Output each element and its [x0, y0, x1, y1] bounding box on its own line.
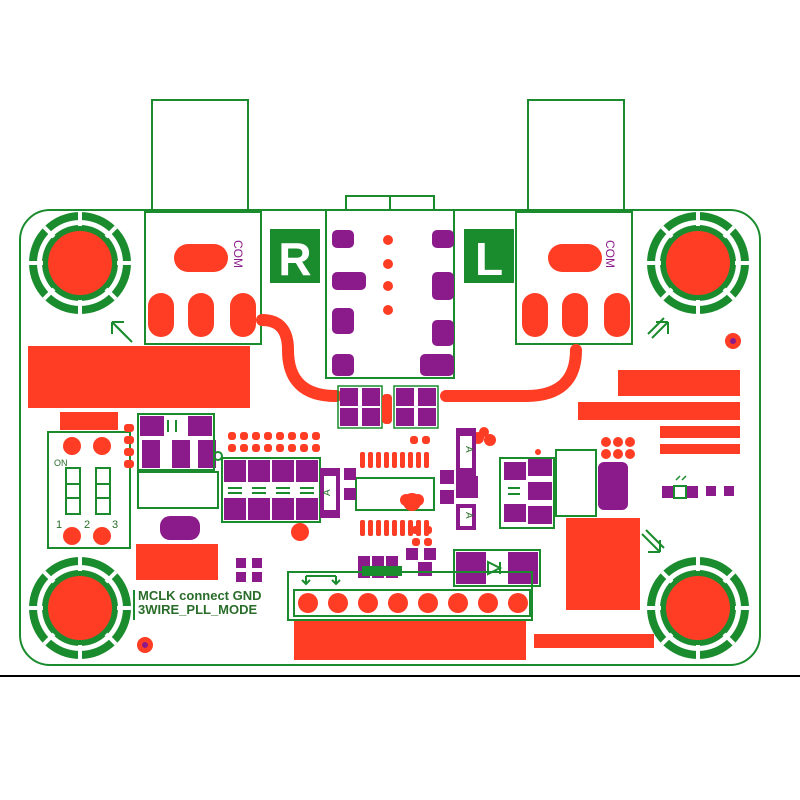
- regulator-pad-dot: [213, 451, 223, 461]
- mounting-hole-top-right: [647, 212, 749, 314]
- rca-right-pads: [522, 244, 630, 337]
- channel-right-label: R: [278, 233, 311, 285]
- polarity-block-right: [456, 428, 478, 530]
- ic-side-pads: [344, 468, 454, 504]
- arrow-marks: [111, 317, 669, 553]
- dip-switch-side-pads: [124, 424, 134, 468]
- led-component: [662, 475, 734, 499]
- polarity-block-left: [320, 468, 340, 518]
- ic-chip-pins: [360, 452, 429, 536]
- channel-right-badge: [270, 229, 320, 283]
- right-regulator-pads: [504, 458, 628, 524]
- audio-jack-pads: [332, 230, 454, 376]
- jack-input-caps: [340, 388, 436, 426]
- polarity-label-2: A: [463, 446, 474, 453]
- mounting-hole-top-left: [29, 212, 131, 314]
- ic-chip-body: [355, 477, 435, 511]
- com-label-left: COM: [231, 240, 245, 268]
- capacitor-array-pads: [224, 460, 318, 520]
- dip-switch-levers: [65, 467, 111, 515]
- rca-left-pads: [148, 244, 256, 337]
- audio-jack-holes: [383, 235, 393, 315]
- dip-switch-pads: [63, 437, 111, 545]
- rca-jack-left-outline: [144, 99, 262, 345]
- switch-on-label: ON: [54, 458, 68, 468]
- switch-pos-2-label: 2: [84, 519, 90, 531]
- note-line-1: MCLK connect GND: [138, 588, 262, 603]
- mounting-hole-bottom-right: [647, 557, 749, 659]
- channel-left-label: L: [475, 233, 503, 285]
- rca-jack-right-outline: [515, 99, 633, 345]
- lower-resistors: [400, 494, 432, 546]
- right-small-pads: [601, 437, 635, 459]
- pin-header-pads: [298, 593, 528, 613]
- mounting-hole-bottom-left: [29, 557, 131, 659]
- right-regulator-silk: [499, 449, 597, 529]
- channel-left-badge: [464, 229, 514, 283]
- polarity-label-3: A: [463, 512, 474, 519]
- regulator-pads: [140, 416, 216, 540]
- pin-header-outline: [287, 571, 533, 621]
- switch-pos-1-label: 1: [56, 519, 62, 531]
- note-line-2: 3WIRE_PLL_MODE: [138, 602, 258, 617]
- copper-traces: [256, 314, 582, 402]
- regulator-silk: [137, 413, 219, 509]
- resistor-grid: [228, 432, 320, 452]
- com-label-right: COM: [603, 240, 617, 268]
- via-marker: [137, 333, 741, 653]
- small-pad-group: [236, 558, 262, 582]
- capacitor-pad-round: [291, 523, 309, 541]
- switch-pos-3-label: 3: [112, 519, 118, 531]
- polarity-label-1: A: [322, 489, 333, 496]
- dip-switch-outline: [47, 431, 131, 549]
- copper-pours: [28, 346, 740, 660]
